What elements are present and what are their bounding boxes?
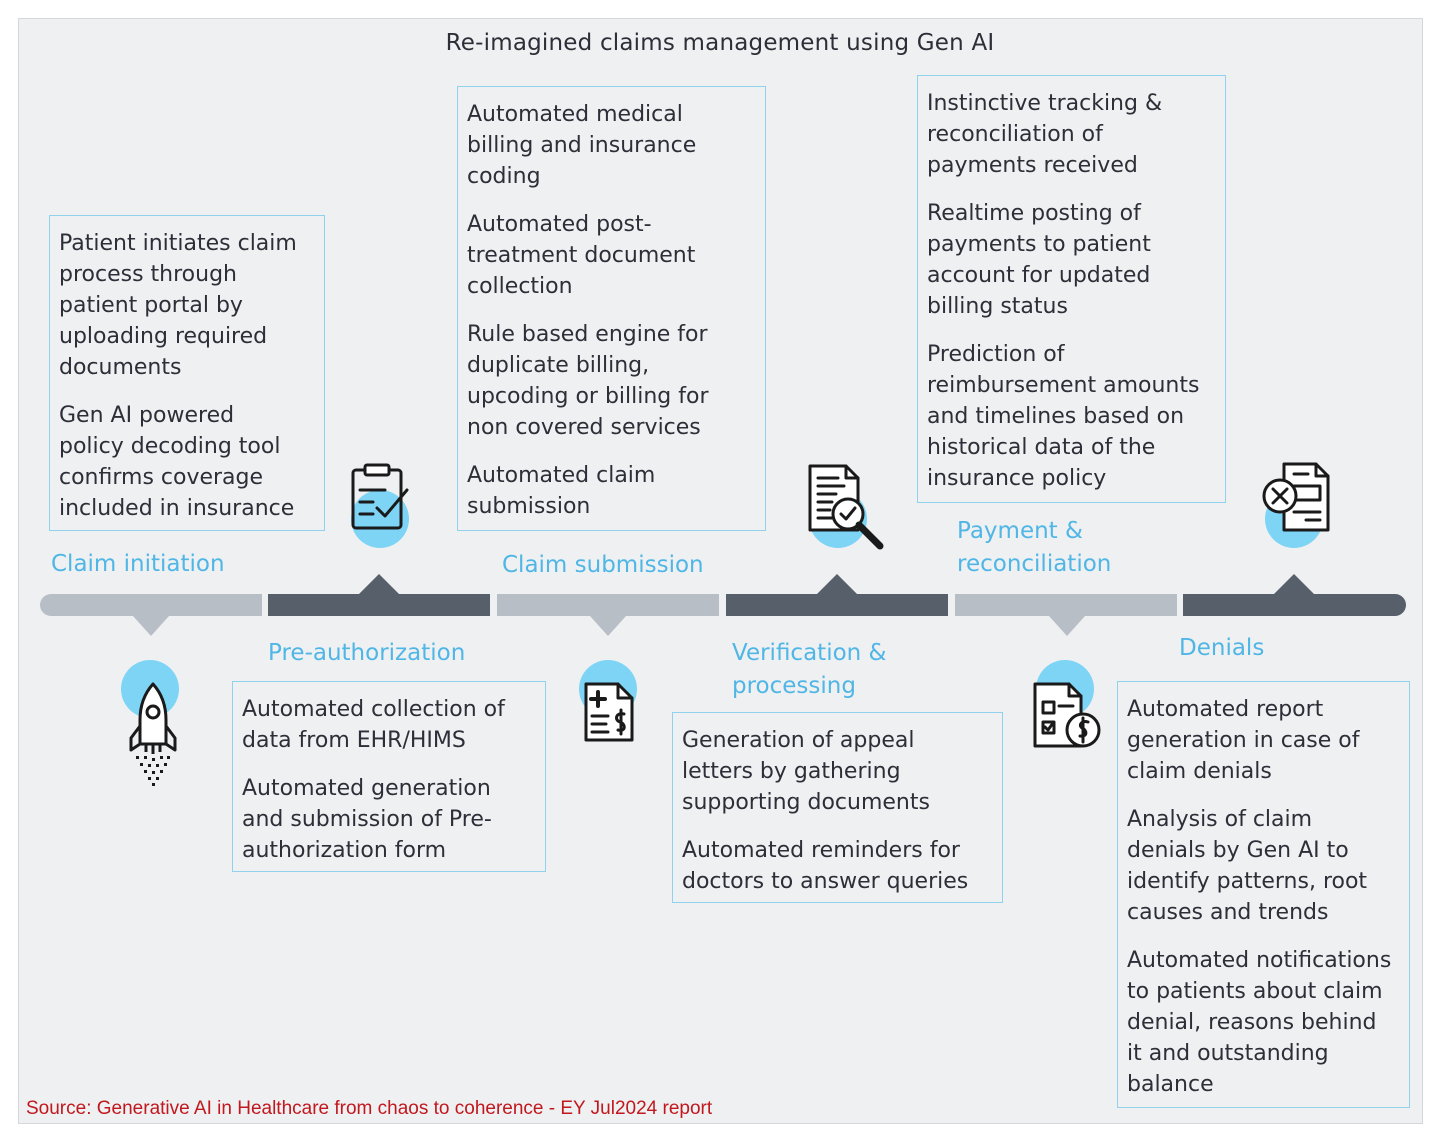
stage-item: Automated post- treatment document colle… <box>467 212 696 299</box>
timeline-pointer-up <box>1274 574 1314 594</box>
stage-item: Automated reminders for doctors to answe… <box>682 838 969 894</box>
stage-label-payment-reconciliation: Payment & reconciliation <box>957 518 1112 577</box>
stage-item: Realtime posting of payments to patient … <box>927 201 1151 319</box>
clipboard-check-icon <box>351 463 409 530</box>
stage-box-verification-processing: Generation of appeal letters by gatherin… <box>672 712 1003 903</box>
rejected-document-icon <box>1262 462 1330 532</box>
stage-box-pre-authorization: Automated collection of data from EHR/HI… <box>232 681 546 872</box>
stage-item: Automated medical billing and insurance … <box>467 102 697 189</box>
stage-item: Gen AI powered policy decoding tool conf… <box>59 403 295 521</box>
rocket-icon <box>129 682 177 786</box>
stage-box-claim-submission: Automated medical billing and insurance … <box>457 86 766 531</box>
timeline-segment <box>268 594 490 616</box>
stage-box-payment-reconciliation: Instinctive tracking & reconciliation of… <box>917 75 1226 503</box>
stage-label-claim-submission: Claim submission <box>502 552 704 578</box>
document-search-icon <box>808 464 884 550</box>
stage-label-verification-processing: Verification & processing <box>732 640 887 699</box>
stage-item: Automated claim submission <box>467 463 656 519</box>
payment-checklist-icon <box>1033 682 1101 748</box>
timeline-pointer-down <box>1049 616 1085 636</box>
stage-label-denials: Denials <box>1179 635 1265 661</box>
diagram-panel <box>18 18 1423 1124</box>
stage-item: Prediction of reimbursement amounts and … <box>927 342 1200 491</box>
stage-box-denials: Automated report generation in case of c… <box>1117 681 1410 1108</box>
stage-item: Analysis of claim denials by Gen AI to i… <box>1127 807 1368 925</box>
stage-item: Automated notifications to patients abou… <box>1127 948 1392 1097</box>
stage-item: Automated generation and submission of P… <box>242 776 492 863</box>
timeline-segment <box>497 594 719 616</box>
timeline-segment <box>1183 594 1406 616</box>
stage-item: Patient initiates claim process through … <box>59 231 297 380</box>
diagram-title: Re-imagined claims management using Gen … <box>445 30 995 56</box>
source-note: Source: Generative AI in Healthcare from… <box>26 1098 713 1119</box>
stage-item: Instinctive tracking & reconciliation of… <box>927 91 1163 178</box>
stage-item: Automated collection of data from EHR/HI… <box>242 697 505 753</box>
timeline-segment <box>726 594 948 616</box>
medical-bill-icon <box>584 682 634 742</box>
timeline-pointer-up <box>359 574 399 594</box>
timeline-segment <box>955 594 1177 616</box>
stage-item: Automated report generation in case of c… <box>1127 697 1360 784</box>
timeline-pointer-up <box>817 574 857 594</box>
timeline-pointer-down <box>590 616 626 636</box>
timeline-segment <box>40 594 262 616</box>
stage-box-claim-initiation: Patient initiates claim process through … <box>49 215 325 531</box>
stage-item: Rule based engine for duplicate billing,… <box>467 322 709 440</box>
stage-label-pre-authorization: Pre-authorization <box>268 640 466 666</box>
stage-label-claim-initiation: Claim initiation <box>51 551 225 577</box>
timeline-pointer-down <box>133 616 169 636</box>
stage-item: Generation of appeal letters by gatherin… <box>682 728 930 815</box>
